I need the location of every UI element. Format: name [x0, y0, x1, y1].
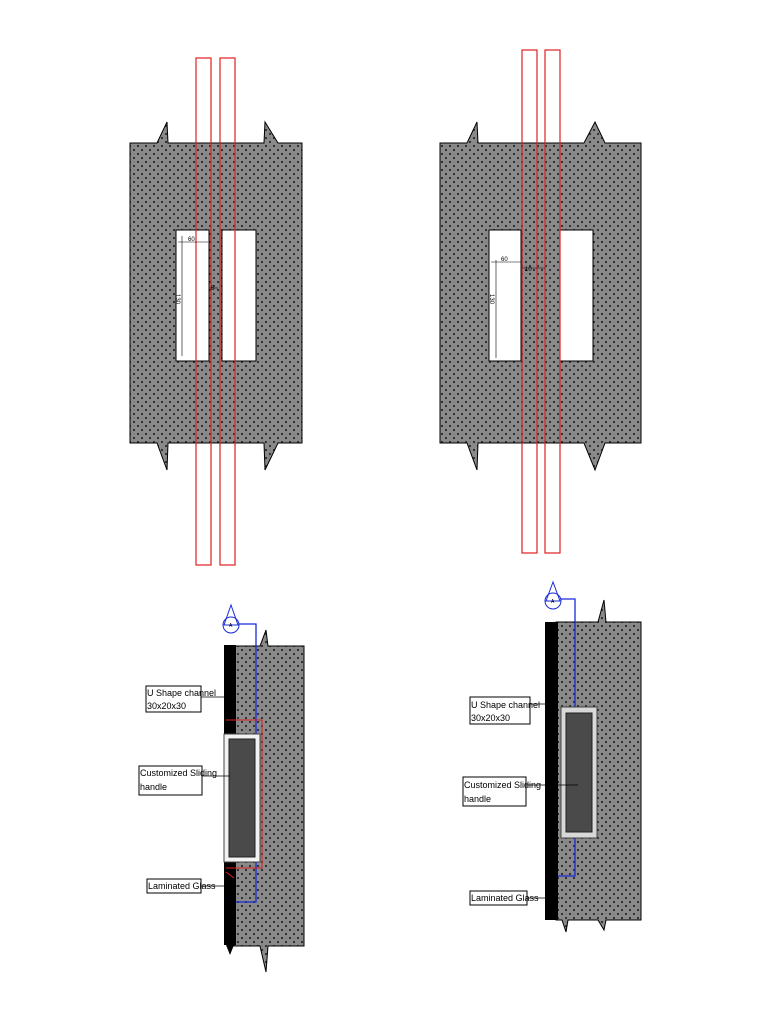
- handle-body: [228, 738, 256, 858]
- dimension-horizontal: 60: [501, 257, 508, 263]
- steel-plate-break: [226, 945, 234, 955]
- label-handle-line2: handle: [140, 782, 167, 792]
- label-handle-line2: handle: [464, 794, 491, 804]
- label-handle-line1: Customized Sliding: [464, 780, 541, 790]
- plan-view-left: 60 130 5: [129, 57, 303, 566]
- handle-body: [565, 712, 593, 833]
- wall-opening-right: [559, 229, 594, 362]
- glass-panel-left: [195, 57, 212, 566]
- label-glass: Laminated Glass: [469, 890, 560, 906]
- glass-panel-right: [544, 49, 561, 554]
- wall-opening-right: [221, 229, 257, 362]
- concrete-wall: [233, 629, 305, 973]
- dimension-horizontal: 60: [188, 237, 195, 243]
- label-handle-line1: Customized Sliding: [140, 768, 217, 778]
- glass-edge-red-tick: [225, 871, 235, 879]
- label-u-channel: U Shape channel 30x20x30: [145, 685, 226, 713]
- wall-opening-left: [488, 229, 522, 362]
- label-handle: Customized Sliding handle: [462, 776, 578, 807]
- dimension-vertical: 130: [174, 294, 180, 305]
- section-view-left: A U Shape channel 30x20x30 Customized Sl…: [138, 603, 305, 973]
- label-glass: Laminated Glass: [146, 878, 240, 894]
- dimension-gap: 5: [211, 286, 215, 292]
- label-u-channel-line1: U Shape channel: [471, 700, 540, 710]
- concrete-wall: [439, 120, 642, 472]
- label-u-channel: U Shape channel 30x20x30: [469, 696, 548, 725]
- dimension-gap: 10: [525, 267, 532, 273]
- concrete-wall: [129, 120, 303, 471]
- plan-view-right: 60 130 10: [439, 49, 642, 554]
- label-glass-line1: Laminated Glass: [148, 881, 216, 891]
- label-handle: Customized Sliding handle: [138, 765, 230, 796]
- label-u-channel-line2: 30x20x30: [471, 713, 510, 723]
- section-view-right: A U Shape channel 30x20x30 Customized Sl…: [462, 580, 642, 933]
- label-glass-line1: Laminated Glass: [471, 893, 539, 903]
- glass-panel-left: [521, 49, 538, 554]
- detail-tag: A: [222, 603, 240, 634]
- glass-panel-right: [219, 57, 236, 566]
- wall-opening-left: [175, 229, 210, 362]
- detail-tag: A: [544, 580, 562, 610]
- dimension-vertical: 130: [488, 294, 494, 305]
- label-u-channel-line2: 30x20x30: [147, 701, 186, 711]
- steel-plate: [545, 622, 558, 920]
- glass-edge-red: [226, 719, 263, 869]
- concrete-wall: [555, 599, 642, 933]
- label-u-channel-line1: U Shape channel: [147, 688, 216, 698]
- detail-tag-label: A: [229, 623, 233, 629]
- detail-tag-label: A: [551, 599, 555, 605]
